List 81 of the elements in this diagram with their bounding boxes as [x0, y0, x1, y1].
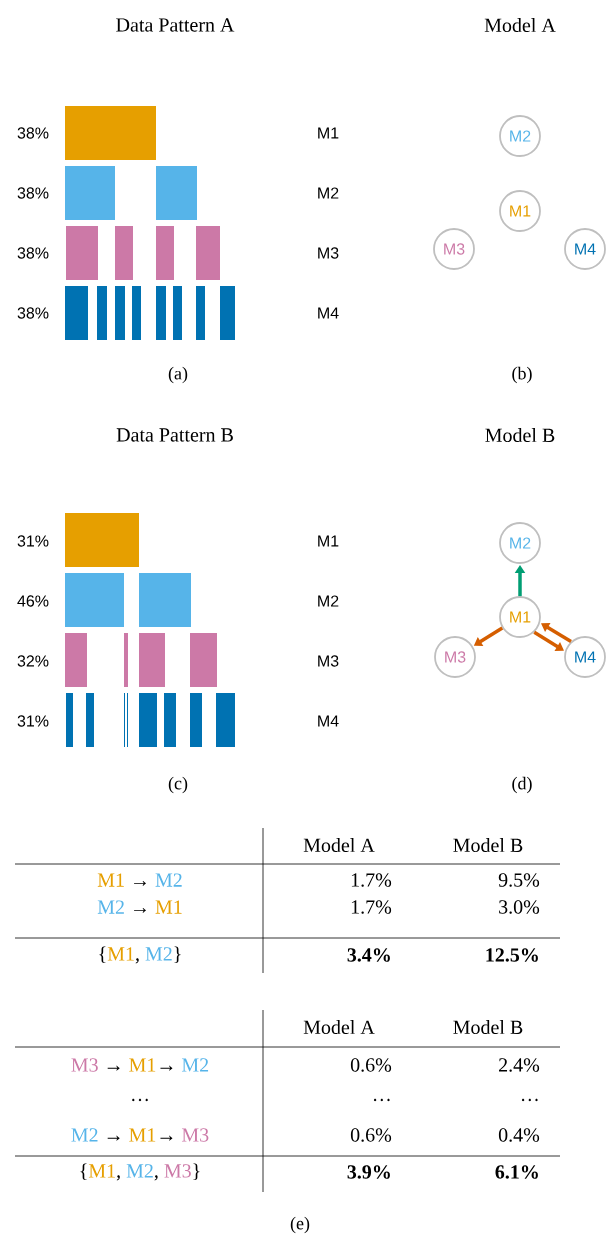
- column-header: Model A: [303, 1019, 375, 1035]
- row-label: M3 → M1 → M2: [71, 1058, 209, 1072]
- column-header: Model A: [303, 837, 375, 853]
- label: M1: [88, 1164, 115, 1178]
- label: M2: [181, 1058, 209, 1072]
- row-label: M1: [318, 127, 339, 139]
- row-label: {M1 , M2 , M3}: [80, 1163, 200, 1181]
- circle-node: M1: [499, 190, 541, 232]
- percentage-label: 31%: [17, 715, 49, 727]
- label: ,: [116, 1175, 120, 1181]
- percentage-label: 32%: [17, 655, 49, 667]
- row-label: M4: [318, 307, 339, 319]
- table-cell: 12.5%: [486, 948, 538, 962]
- circle-node: M4: [564, 636, 606, 678]
- percentage-label: 38%: [17, 307, 49, 319]
- label: →: [107, 1065, 120, 1071]
- label: →: [160, 1135, 173, 1141]
- column-header: Model B: [453, 1019, 523, 1035]
- table-cell: …: [373, 1098, 390, 1102]
- label: {: [80, 1163, 87, 1181]
- label: M1: [129, 1128, 156, 1142]
- label: M3: [181, 1128, 209, 1142]
- label: →: [107, 1135, 120, 1141]
- table-cell: 3.4%: [347, 948, 390, 962]
- label: ,: [135, 958, 139, 964]
- subfigure-label: (a): [168, 366, 188, 384]
- row-label: M4: [318, 715, 339, 727]
- label: ,: [154, 1175, 158, 1181]
- table-cell: 3.9%: [347, 1165, 390, 1179]
- label: }: [193, 1163, 200, 1181]
- percentage-label: 38%: [17, 247, 49, 259]
- percentage-label: 46%: [17, 595, 49, 607]
- table-cell: 3.0%: [499, 900, 540, 914]
- row-label: {M1, M2}: [99, 946, 181, 964]
- table-cell: 1.7%: [351, 873, 392, 887]
- label: M3: [164, 1164, 191, 1178]
- circle-node: M1: [499, 596, 541, 638]
- percentage-label: 38%: [17, 127, 49, 139]
- label: M1: [107, 947, 134, 961]
- subfigure-label: (d): [512, 776, 532, 794]
- label: {: [99, 946, 106, 964]
- table-cell: 1.7%: [351, 900, 392, 914]
- label: M2: [145, 947, 172, 961]
- panel-title: Data Pattern A: [116, 18, 235, 32]
- table-cell: 0.6%: [350, 1058, 392, 1072]
- column-header: Model B: [453, 837, 523, 853]
- percentage-label: 31%: [17, 535, 49, 547]
- label: M1: [129, 1058, 156, 1072]
- circle-node: M2: [499, 522, 541, 564]
- row-label: M2 → M1 → M3: [71, 1128, 209, 1142]
- table-cell: …: [521, 1098, 538, 1102]
- row-label: M2: [318, 187, 339, 199]
- table-cell: 0.4%: [498, 1128, 540, 1142]
- row-label: M2: [318, 595, 339, 607]
- label: M3: [71, 1058, 98, 1072]
- row-label: M3: [318, 247, 339, 259]
- row-label: M1 → M2: [97, 873, 182, 887]
- panel-title: Model B: [485, 427, 555, 443]
- subfigure-label: (c): [168, 776, 188, 794]
- row-label: M2 → M1: [97, 900, 182, 914]
- ellipsis: …: [132, 1098, 148, 1102]
- subfigure-label: (e): [290, 1216, 310, 1234]
- table-cell: 2.4%: [499, 1058, 540, 1072]
- row-label: M1: [318, 535, 339, 547]
- circle-node: M2: [499, 115, 541, 157]
- circle-node: M3: [434, 636, 476, 678]
- circle-node: M3: [433, 228, 475, 270]
- label: →: [160, 1065, 173, 1071]
- subfigure-label: (b): [512, 366, 532, 384]
- table-cell: 9.5%: [498, 873, 540, 887]
- table-cell: 6.1%: [495, 1165, 538, 1179]
- table-cell: 0.6%: [350, 1128, 392, 1142]
- panel-title: Model A: [484, 17, 556, 33]
- percentage-label: 38%: [17, 187, 49, 199]
- row-label: M3: [318, 655, 339, 667]
- label: M2: [71, 1128, 98, 1142]
- label: M2: [126, 1164, 153, 1178]
- panel-title: Data Pattern B: [116, 428, 233, 442]
- arrow: [533, 630, 564, 651]
- circle-node: M4: [564, 228, 606, 270]
- label: }: [174, 946, 181, 964]
